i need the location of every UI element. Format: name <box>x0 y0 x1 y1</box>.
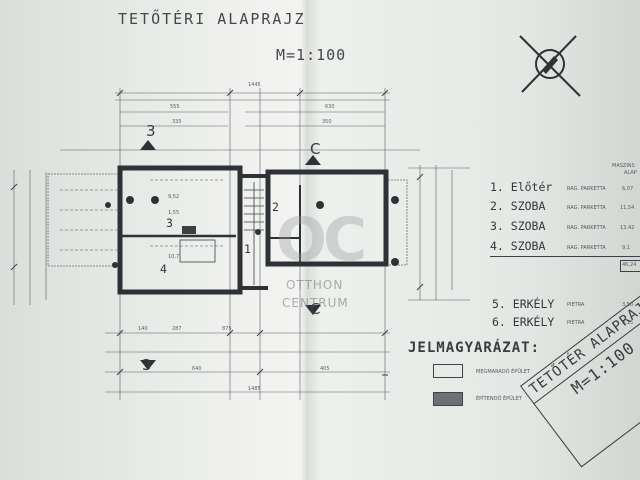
balcony-row-5-material: PIETRA <box>567 302 585 308</box>
legend-label-existing: MEGMARADÓ ÉPÜLET <box>476 369 530 375</box>
room-row-1-name: 1. Előtér <box>490 180 553 194</box>
table-header-1: MASZINS <box>612 163 635 169</box>
floor-plan-drawing <box>10 88 470 400</box>
room-row-2-material: RAG. PARKETTA <box>567 205 606 211</box>
legend-swatch-existing <box>433 364 463 378</box>
dim-top-total: 1445 <box>248 82 261 88</box>
room-row-3-name: 3. SZOBA <box>490 219 546 233</box>
area-label-1: 9,52 <box>168 194 180 200</box>
section-mark-3-top: 3 <box>146 122 156 140</box>
section-mark-c-bottom: C <box>310 300 321 318</box>
room-number-1: 1 <box>244 242 251 256</box>
crossed-out-circle-icon <box>519 35 581 97</box>
dim-bottom-1: 140 <box>138 326 148 332</box>
balcony-row-5-value: 3,50 <box>622 302 634 308</box>
balcony-row-5-name: 5. ERKÉLY <box>492 297 555 311</box>
balcony-row-6-name: 6. ERKÉLY <box>492 315 555 329</box>
dim-bottom-4: 640 <box>192 366 202 372</box>
room-row-2-value: 11,54 <box>620 205 635 211</box>
room-row-4-value: 9,1 <box>622 245 630 251</box>
watermark-line2: CENTRUM <box>282 296 349 310</box>
watermark-logo: OC <box>276 205 367 275</box>
dim-bottom-3: 875 <box>222 326 232 332</box>
table-total: 46,24 <box>622 262 637 268</box>
section-mark-c-top: C <box>310 140 321 158</box>
drawing-title: TETŐTÉRI ALAPRAJZ <box>118 10 306 28</box>
room-row-1-value: 6,07 <box>622 186 634 192</box>
balcony-row-6-material: PIETRA <box>567 320 585 326</box>
room-row-4-material: RAG. PARKETTA <box>567 245 606 251</box>
watermark-line1: OTTHON <box>286 278 344 292</box>
table-total-box <box>620 260 640 272</box>
legend-title: JELMAGYARÁZAT: <box>408 340 541 356</box>
legend-label-new: ÉPÍTENDŐ ÉPÜLET <box>476 396 522 402</box>
room-row-4-name: 4. SZOBA <box>490 239 546 253</box>
room-number-2: 2 <box>272 200 279 214</box>
table-total-rule <box>490 256 640 257</box>
room-number-4: 4 <box>160 262 167 276</box>
balcony-row-6-value: 3,15 <box>622 320 634 326</box>
dim-bottom-total: 1485 <box>248 386 261 392</box>
dim-top-left-2: 335 <box>172 119 182 125</box>
area-label-3: 10,7 <box>168 254 180 260</box>
area-label-2: 1,55 <box>168 210 180 216</box>
room-number-3: 3 <box>166 216 173 230</box>
dim-top-left: 555 <box>170 104 180 110</box>
section-mark-3-bottom: 3 <box>142 356 152 374</box>
room-row-3-value: 13,42 <box>620 225 635 231</box>
room-row-1-material: RAG. PARKETTA <box>567 186 606 192</box>
drawing-scale: M=1:100 <box>276 46 347 64</box>
dim-top-right: 630 <box>325 104 335 110</box>
room-row-2-name: 2. SZOBA <box>490 199 546 213</box>
dim-top-right-2: 350 <box>322 119 332 125</box>
legend-swatch-new <box>433 392 463 406</box>
dim-bottom-5: 405 <box>320 366 330 372</box>
room-row-3-material: RAG. PARKETTA <box>567 225 606 231</box>
dim-bottom-2: 287 <box>172 326 182 332</box>
table-header-2: ALAP <box>624 170 637 176</box>
